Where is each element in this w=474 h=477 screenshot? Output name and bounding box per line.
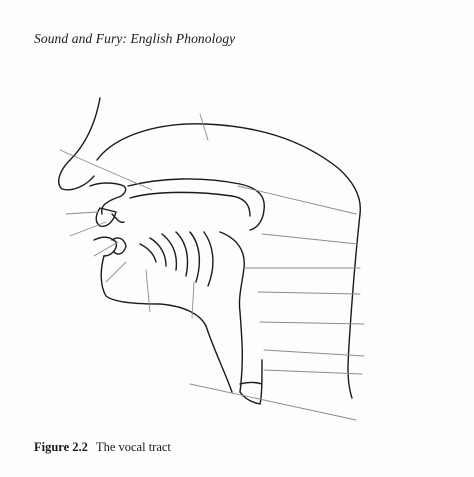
pharynx-back-wall	[347, 213, 361, 399]
tongue-ridge-4	[175, 231, 189, 277]
figure-label: Figure 2.2	[34, 440, 88, 454]
nasal-floor	[129, 191, 251, 217]
larynx-back	[259, 359, 263, 405]
upper-incisor	[111, 213, 125, 224]
tongue-ridge-3	[161, 233, 178, 271]
lower-teeth	[111, 237, 127, 255]
jaw-outline	[100, 255, 207, 327]
throat-front	[205, 325, 233, 393]
trachea-bottom	[239, 391, 261, 405]
lower-lip	[93, 236, 118, 257]
vocal-folds	[239, 381, 263, 385]
nasal-cavity-roof	[96, 123, 362, 215]
tongue-ridge-1	[139, 243, 157, 263]
upper-lip	[89, 182, 127, 215]
hard-palate	[127, 178, 265, 231]
tongue-ridge-2	[149, 237, 167, 267]
larynx-front	[239, 311, 244, 393]
nose-outline	[58, 97, 101, 191]
tongue-ridge-6	[203, 231, 214, 287]
upper-teeth	[95, 207, 117, 227]
soft-palate	[219, 231, 245, 313]
running-head: Sound and Fury: English Phonology	[34, 31, 236, 46]
figure-caption: Figure 2.2 The vocal tract	[34, 440, 171, 455]
tongue-ridge-5	[189, 231, 201, 283]
figure-caption-text: The vocal tract	[95, 440, 171, 454]
